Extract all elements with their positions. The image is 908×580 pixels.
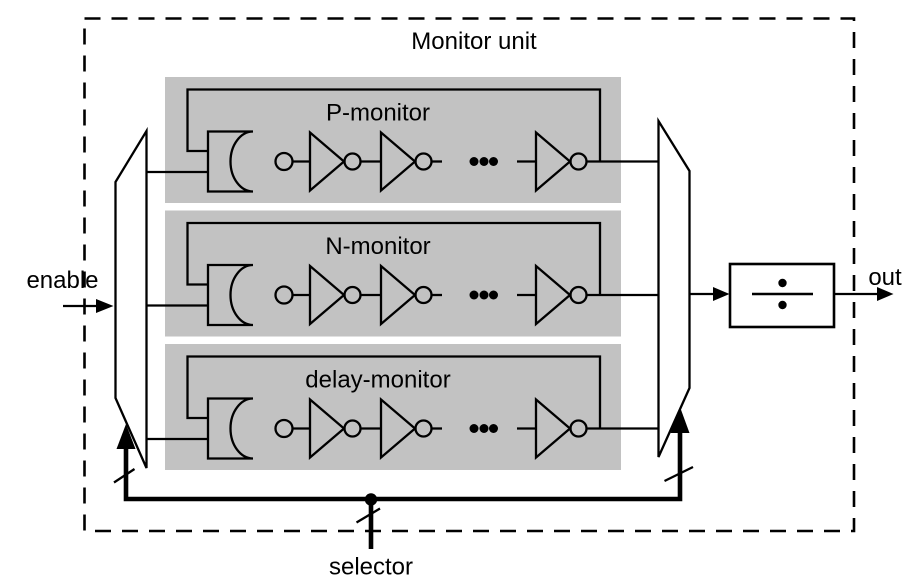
divider-in-arrowhead-icon — [713, 287, 730, 301]
ring-oscillator-row-delay — [145, 342, 660, 472]
monitor-label-delay: delay-monitor — [305, 367, 450, 394]
monitor-unit-boundary — [83, 17, 856, 533]
enable-arrowhead-icon — [96, 299, 114, 313]
bus-width-slash-left — [113, 468, 136, 484]
enable-label: enable — [26, 267, 98, 294]
divider-box — [728, 262, 836, 329]
monitor-unit-title: Monitor unit — [411, 28, 537, 55]
selector-bus-line — [123, 432, 683, 502]
bus-width-slash-right — [663, 465, 694, 483]
selector-junction-dot — [364, 493, 378, 506]
divide-icon — [752, 278, 813, 310]
demux-trapezoid — [114, 126, 148, 469]
ring-oscillator-row-n — [145, 209, 660, 338]
selector-left-arrowhead-icon — [116, 424, 136, 449]
selector-right-arrowhead-icon — [670, 407, 690, 433]
monitor-label-p: P-monitor — [326, 100, 430, 127]
selector-label: selector — [329, 554, 413, 580]
out-arrowhead-icon — [877, 287, 894, 301]
out-label: out — [868, 264, 902, 291]
ring-oscillator-row-p — [145, 75, 660, 205]
monitor-label-n: N-monitor — [325, 233, 430, 260]
bus-width-slash-selector — [355, 507, 381, 524]
mux-trapezoid — [657, 116, 691, 458]
